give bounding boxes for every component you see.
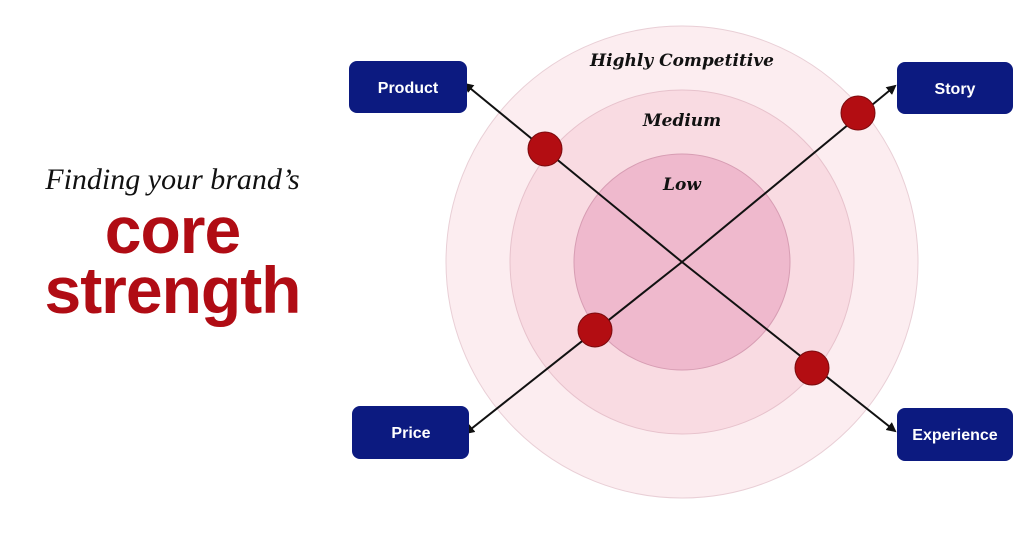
- story-box: Story: [897, 62, 1013, 114]
- zone-inner-label: Low: [662, 175, 702, 195]
- zone-outer-label: Highly Competitive: [589, 51, 774, 71]
- story-box-label: Story: [935, 81, 976, 98]
- experience-box: Experience: [897, 408, 1013, 461]
- price-axis-arrow: [464, 261, 683, 435]
- zone-middle-label: Medium: [642, 111, 721, 131]
- headline-core: core: [104, 193, 241, 267]
- product-box-label: Product: [378, 80, 439, 97]
- product-box: Product: [349, 61, 467, 113]
- headline: Finding your brand’s core strength: [0, 160, 345, 327]
- product-experience-axis: [463, 82, 683, 263]
- experience-marker: [794, 350, 830, 386]
- price-box-label: Price: [391, 425, 430, 442]
- experience-axis-arrow: [681, 261, 897, 433]
- headline-strength: strength: [44, 253, 302, 327]
- product-marker: [527, 131, 563, 167]
- headline-subtitle: Finding your brand’s: [45, 163, 300, 196]
- price-marker: [577, 312, 613, 348]
- price-box: Price: [352, 406, 469, 459]
- story-marker: [840, 95, 876, 131]
- experience-box-label: Experience: [912, 427, 997, 444]
